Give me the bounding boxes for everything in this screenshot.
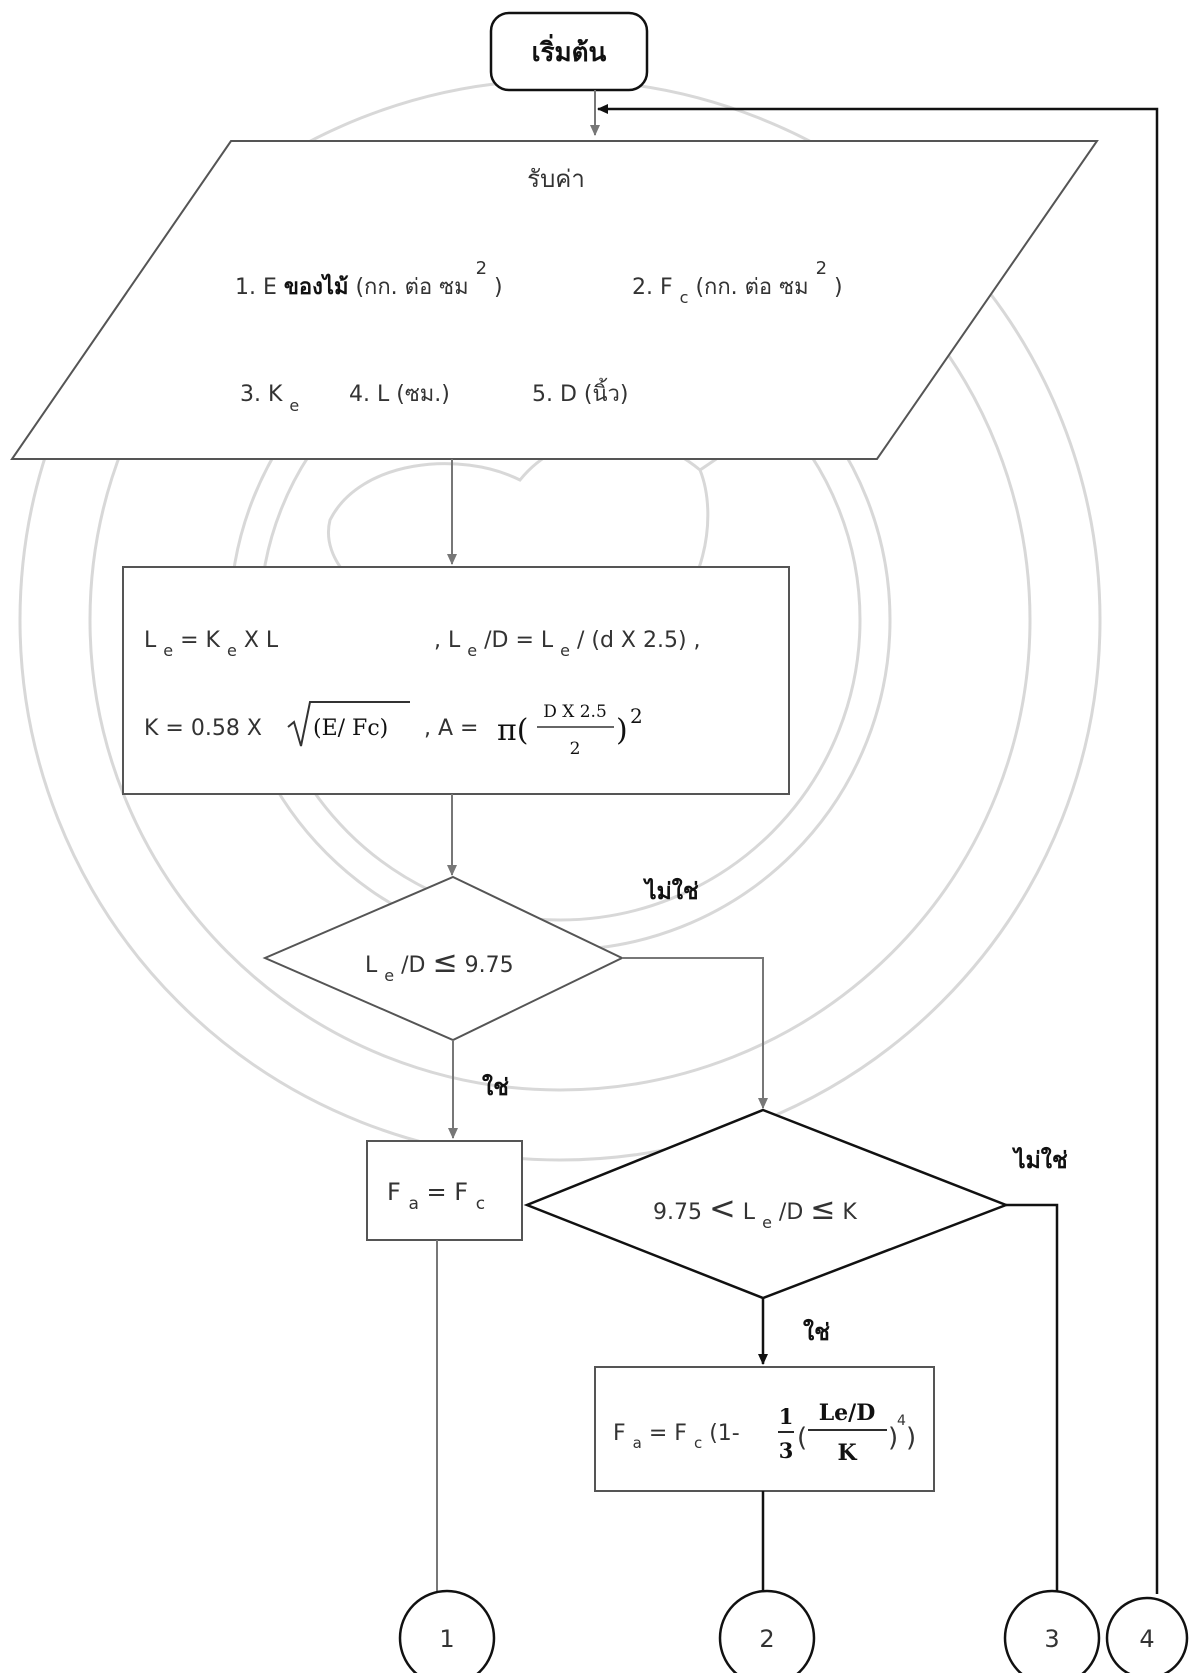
input-item-1-num: 1. E bbox=[235, 275, 277, 300]
a-formula-close: ) bbox=[616, 713, 628, 748]
k-formula-label: K = 0.58 X bbox=[144, 716, 262, 741]
a-formula-pi: π( bbox=[497, 713, 528, 748]
decision2-diamond bbox=[527, 1110, 1006, 1298]
fa-end: ) bbox=[906, 1423, 916, 1453]
input-item-2-exp: 2 bbox=[816, 258, 827, 279]
input-item-1-unit: (กก. ต่อ ซม bbox=[355, 275, 468, 300]
fa-frac1-den: 3 bbox=[779, 1438, 794, 1463]
input-item-1-mid: ของไม้ bbox=[284, 273, 349, 300]
input-item-3-num: 3. K bbox=[240, 382, 283, 407]
input-item-2-unit: (กก. ต่อ ซม bbox=[695, 275, 808, 300]
fa-frac1-num: 1 bbox=[779, 1404, 794, 1429]
process-box bbox=[123, 567, 789, 794]
a-formula-exp: 2 bbox=[630, 704, 643, 728]
input-item-2-close: ) bbox=[834, 275, 843, 300]
fa-paren-open: ( bbox=[797, 1423, 807, 1453]
fa-frac2-num: Le/D bbox=[819, 1400, 876, 1426]
line-decision2-no bbox=[1006, 1205, 1057, 1594]
connector-1-label: 1 bbox=[439, 1625, 454, 1653]
input-item-3-sub: e bbox=[289, 396, 299, 415]
decision2-no-label: ไม่ใช่ bbox=[1011, 1146, 1068, 1174]
connector-4-label: 4 bbox=[1139, 1625, 1154, 1653]
connector-2-label: 2 bbox=[759, 1625, 774, 1653]
decision1-no-label: ไม่ใช่ bbox=[642, 877, 699, 905]
input-item-1-exp: 2 bbox=[476, 258, 487, 279]
input-item-2-num: 2. F bbox=[632, 275, 673, 300]
connector-3-label: 3 bbox=[1044, 1625, 1059, 1653]
input-title: รับค่า bbox=[527, 165, 585, 193]
input-item-4: 4. L (ซม.) bbox=[349, 382, 450, 407]
arrow-decision1-no bbox=[622, 958, 763, 1108]
start-label: เริ่มต้น bbox=[532, 33, 607, 68]
a-formula-denominator: 2 bbox=[570, 739, 581, 759]
decision1-yes-label: ใช่ bbox=[482, 1073, 509, 1101]
a-formula-numerator: D X 2.5 bbox=[543, 702, 607, 722]
input-item-2-sub: c bbox=[680, 288, 689, 307]
k-sqrt-content: (E/ Fc) bbox=[313, 716, 388, 741]
a-formula-label: , A = bbox=[424, 716, 478, 741]
input-item-1-close: ) bbox=[494, 275, 503, 300]
fa-frac2-den: K bbox=[837, 1440, 857, 1466]
input-item-5: 5. D (นิ้ว) bbox=[532, 378, 628, 407]
fa-exp: 4 bbox=[897, 1413, 906, 1429]
decision2-yes-label: ใช่ bbox=[803, 1318, 830, 1346]
